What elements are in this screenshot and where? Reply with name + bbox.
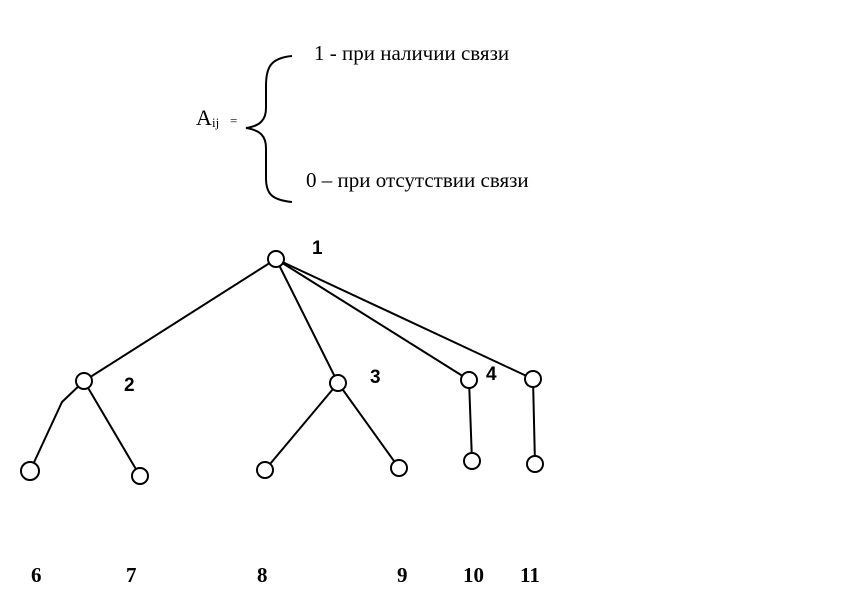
- curly-brace: [245, 55, 293, 203]
- node-label-1: 1: [312, 238, 323, 259]
- edge-n3-n8: [264, 382, 339, 471]
- formula-lhs: A: [196, 105, 212, 130]
- edge-n10up-n10: [468, 379, 473, 462]
- node-n8: [256, 461, 274, 479]
- node-n6: [20, 461, 40, 481]
- graph-nodes: [20, 250, 544, 485]
- node-n10up: [460, 371, 478, 389]
- formula-case-1: 1 - при наличии связи: [314, 41, 509, 65]
- node-n2: [75, 372, 93, 390]
- formula-equals: =: [230, 113, 237, 128]
- node-label-9: 9: [397, 563, 408, 587]
- formula-subscript: ij: [212, 115, 219, 130]
- edge-n11up-n11: [532, 378, 536, 465]
- node-label-8: 8: [257, 563, 268, 587]
- graph-edges: [29, 258, 536, 477]
- edge-n2-n6: [29, 380, 85, 472]
- edge-n1-n3: [275, 258, 339, 384]
- edge-n3-n9: [337, 382, 400, 469]
- node-label-6: 6: [31, 563, 42, 587]
- formula-case-0: 0 – при отсутствии связи: [306, 168, 529, 192]
- node-n9: [390, 459, 408, 477]
- node-label-11: 11: [520, 563, 540, 587]
- node-n1: [267, 250, 285, 268]
- node-label-7: 7: [126, 563, 137, 587]
- node-n7: [131, 467, 149, 485]
- node-n3: [329, 374, 347, 392]
- node-label-2: 2: [124, 375, 135, 396]
- node-label-4: 4: [486, 364, 497, 385]
- graph-labels: 1 2 3 4 6 7 8 9 10 11: [31, 238, 540, 587]
- node-n11up: [524, 370, 542, 388]
- edge-n1-n10up: [275, 258, 470, 381]
- edge-n1-n11up: [275, 258, 534, 380]
- node-n11: [526, 455, 544, 473]
- node-label-10: 10: [463, 563, 484, 587]
- adjacency-formula: A ij = 1 - при наличии связи 0 – при отс…: [196, 41, 529, 203]
- node-label-3: 3: [370, 367, 381, 388]
- node-n10: [463, 452, 481, 470]
- edge-n2-n7: [83, 380, 141, 477]
- edge-n1-n2: [83, 258, 277, 382]
